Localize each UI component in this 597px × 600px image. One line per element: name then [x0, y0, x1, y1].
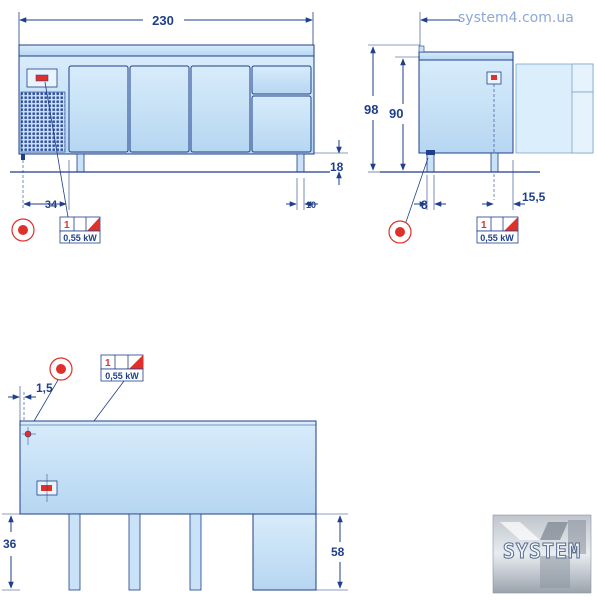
side-power-kw: 0,55 kW [480, 233, 514, 243]
front-left-offset-label: 34 [45, 199, 58, 211]
bottom-power-phase: 1 [105, 358, 111, 369]
logo-text: SYSTEM [503, 539, 581, 563]
bottom-leg-2 [128, 513, 141, 591]
bottom-power-triangle-icon [129, 355, 143, 369]
front-width-label: 230 [152, 13, 174, 28]
bottom-leg-height-label: 36 [3, 537, 17, 551]
front-foot-height-label: 18 [330, 160, 344, 174]
front-leg-2 [296, 153, 305, 173]
bottom-power-label: 1 0,55 kW [100, 354, 144, 382]
side-power-label: 1 0,55 kW [476, 216, 519, 244]
front-right-gap-label: 10 [306, 200, 316, 210]
bottom-power-kw: 0,55 kW [105, 371, 139, 381]
front-drain [21, 154, 25, 160]
side-power-triangle-icon [504, 217, 518, 231]
side-total-height-label: 98 [364, 102, 378, 117]
bottom-leg-1 [68, 513, 81, 591]
front-grille [20, 91, 66, 153]
front-power-label: 1 0,55 kW [59, 216, 101, 244]
side-view: 98 90 8 15,5 1 0,55 kW [364, 12, 594, 244]
front-drawer-2 [251, 95, 312, 153]
watermark-text: system4.com.ua [458, 10, 574, 26]
front-door-1 [68, 65, 129, 153]
bottom-offset-label: 1,5 [36, 381, 53, 395]
front-worktop [18, 44, 315, 57]
bottom-leg-3 [189, 513, 202, 591]
front-door-3 [190, 65, 251, 153]
front-view: 230 34 18 [10, 12, 348, 244]
front-power-kw: 0,55 kW [63, 233, 97, 243]
front-door-2 [129, 65, 190, 153]
system-logo: SYSTEM [492, 514, 592, 594]
bottom-drawer-block [252, 513, 317, 591]
front-drawer-1 [251, 65, 312, 95]
side-right-offset-label: 15,5 [522, 190, 546, 204]
front-leg-1 [76, 153, 85, 173]
bottom-view: 1 0,55 kW 1,5 36 [2, 354, 348, 591]
front-display-icon [35, 74, 49, 82]
bottom-body [19, 420, 317, 515]
power-triangle-icon [87, 217, 100, 231]
bottom-block-height-label: 58 [331, 545, 345, 559]
front-power-phase: 1 [64, 220, 70, 231]
side-power-phase: 1 [481, 220, 487, 231]
side-body-height-label: 90 [389, 106, 403, 121]
side-left-offset-label: 8 [421, 198, 428, 212]
